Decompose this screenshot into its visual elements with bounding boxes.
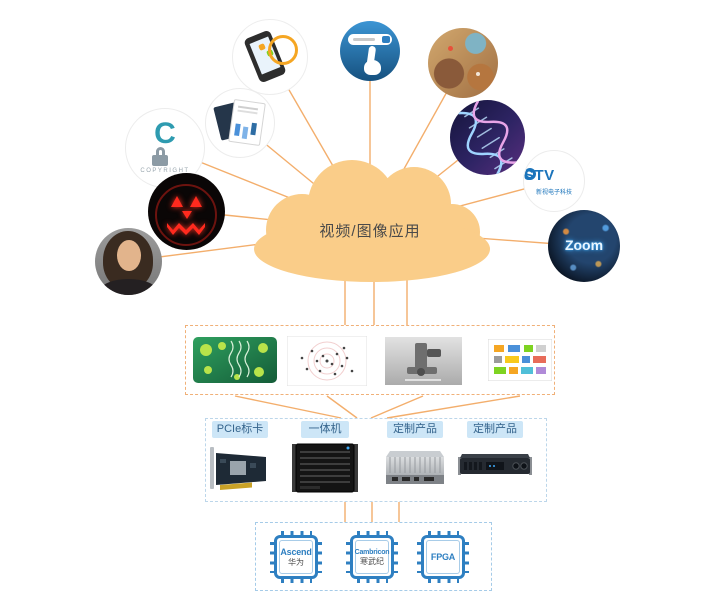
chip-pins-top [357,531,388,536]
chip-body: Cambricon 寒武纪 [350,535,394,579]
chip-pins-left [270,542,275,573]
chip-diagram-image [488,339,552,381]
charts-report-photo [205,88,275,158]
dna-photo [450,100,525,175]
padlock-icon [156,147,165,157]
chip-pins-left [346,542,351,573]
neon-pumpkin-photo [148,173,225,250]
products-box [205,418,547,502]
chip-brand: Cambricon [354,548,390,556]
zoom-wordmark: Zoom [564,237,604,253]
chart-page-icon [228,98,266,147]
dna-helix-icon [457,100,518,175]
server-chassis-image [292,443,358,493]
copyright-caption: COPYRIGHT [140,168,190,174]
product-label-custom-2: 定制产品 [467,421,523,438]
ascend-chip-icon: Ascend 华为 [270,531,322,583]
chip-brand: Ascend [280,546,312,557]
chip-pins-right [464,542,469,573]
chip-pins-right [393,542,398,573]
stv-subtitle: 新视电子科技 [535,190,572,196]
construction-site-photo [428,28,498,98]
application-samples-box [185,325,555,395]
product-label-pcie: PCIe标卡 [212,421,268,438]
chip-body: Ascend 华为 [274,535,318,579]
inspection-machine-image [385,337,462,385]
woman-portrait-photo [95,228,162,295]
product-label-allinone: 一体机 [301,421,349,438]
hand-palm-icon [364,60,381,75]
mobile-app-photo [232,19,308,95]
pcie-card-image [210,447,266,490]
fpga-chip-icon: FPGA [417,531,469,583]
decor-speck [448,46,453,51]
chip-vendor: 寒武纪 [360,556,384,566]
web-search-photo [340,21,400,81]
copyright-c-mark: C [154,117,176,150]
city-night-zoom-photo: Zoom [548,210,620,282]
pumpkin-face-icon [155,184,217,246]
chips-box [255,522,492,591]
chip-pins-bottom [428,578,459,583]
chip-pins-top [428,531,459,536]
circuit-board-image [193,337,277,383]
scatter-plot-image [287,336,367,386]
cambricon-chip-icon: Cambricon 寒武纪 [346,531,398,583]
padlock-body [152,155,168,166]
highlight-ring-icon [268,35,298,65]
cloud-shape [254,160,490,282]
cloud-title: 视频/图像应用 [319,223,421,240]
decor-speck [476,72,480,76]
stv-circle-mark [524,168,536,180]
search-text-line [353,38,375,41]
fanless-pc-image [386,451,444,484]
chip-pins-bottom [357,578,388,583]
search-button-icon [382,36,390,43]
stv-title: STV [524,167,555,184]
chip-pins-right [317,542,322,573]
stv-logo-photo: STV 新视电子科技 [523,150,585,212]
chip-vendor: 华为 [288,557,304,567]
product-label-custom-1: 定制产品 [387,421,443,438]
chip-pins-left [417,542,422,573]
chip-brand: FPGA [430,551,456,562]
chip-pins-top [281,531,312,536]
chip-body: FPGA [421,535,465,579]
rack-server-image [458,454,532,475]
chip-pins-bottom [281,578,312,583]
shoulders [100,279,157,295]
search-bar-icon [348,34,392,45]
face [117,240,141,271]
